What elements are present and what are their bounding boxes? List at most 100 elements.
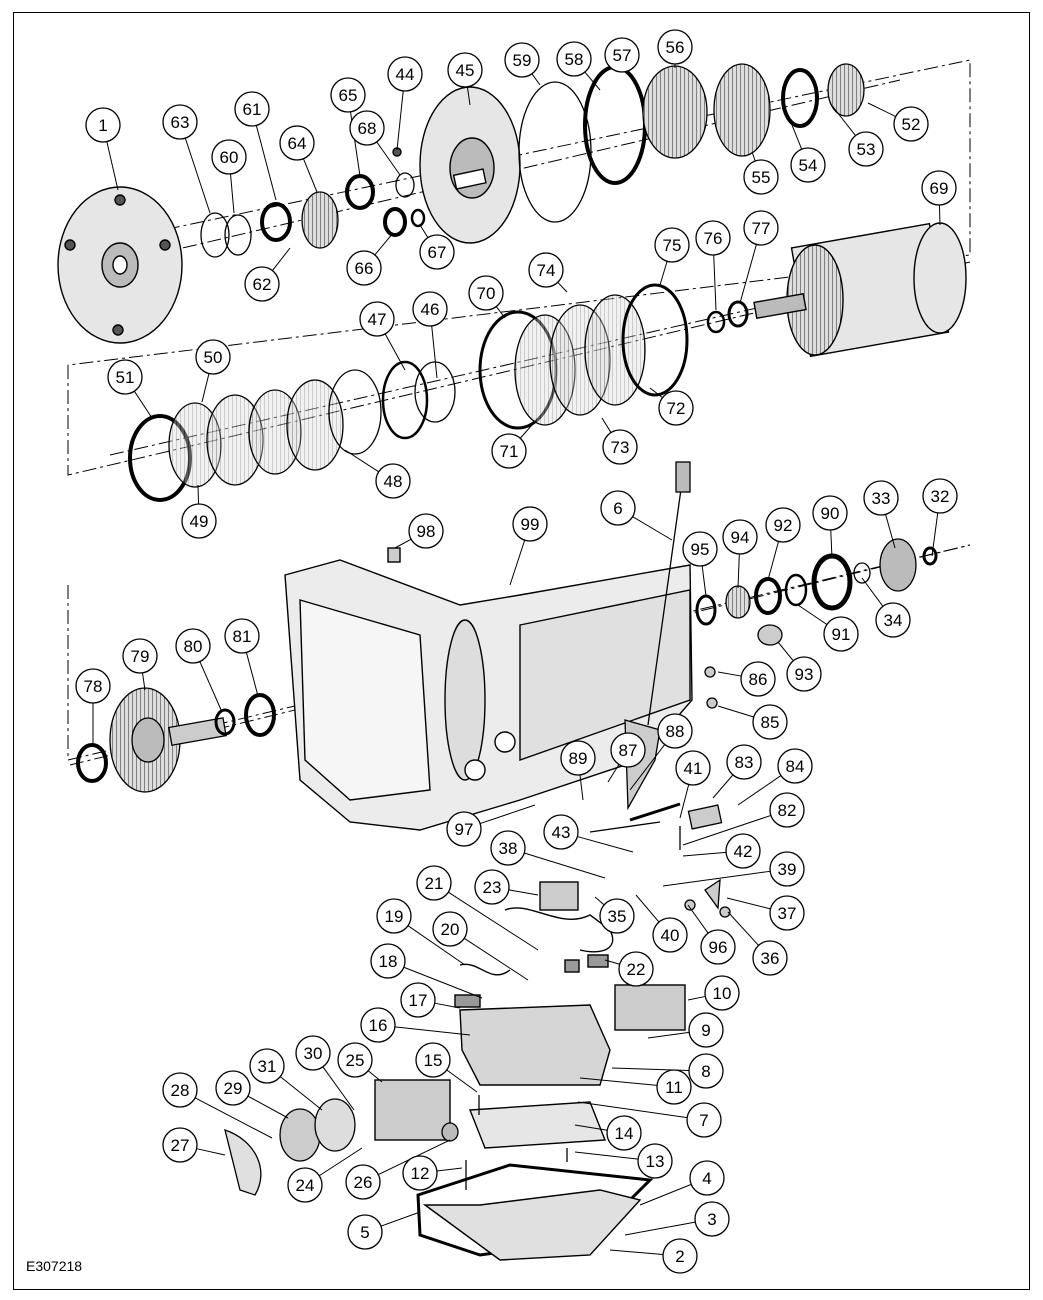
callout-circle xyxy=(370,943,406,979)
oil-pan xyxy=(416,1101,654,1261)
callout-label: 52 xyxy=(902,115,921,134)
callout-circle xyxy=(682,531,718,567)
callout-circle xyxy=(446,811,482,847)
leader-line-77 xyxy=(739,244,757,304)
callout-45: 45 xyxy=(447,52,483,88)
leader-line-31 xyxy=(279,1076,323,1111)
callout-label: 8 xyxy=(701,1062,710,1081)
callout-73: 73 xyxy=(602,429,638,465)
callout-32: 32 xyxy=(922,478,958,514)
callout-label: 68 xyxy=(358,119,377,138)
leader-line-95 xyxy=(701,565,707,597)
callout-label: 59 xyxy=(513,51,532,70)
callout-label: 67 xyxy=(428,243,447,262)
callout-label: 24 xyxy=(296,1176,315,1195)
callout-label: 65 xyxy=(339,86,358,105)
callout-label: 2 xyxy=(675,1247,684,1266)
callout-circle xyxy=(85,107,121,143)
callout-circle xyxy=(181,503,217,539)
callout-label: 80 xyxy=(184,637,203,656)
leader-line-14 xyxy=(574,1124,608,1131)
callout-circle xyxy=(504,42,540,78)
callout-63: 63 xyxy=(162,104,198,140)
callout-label: 94 xyxy=(731,528,750,547)
callout-circle xyxy=(689,1160,725,1196)
callout-label: 13 xyxy=(646,1152,665,1171)
callout-30: 30 xyxy=(295,1035,331,1071)
side-cover-parts xyxy=(224,1095,568,1196)
callout-circle xyxy=(812,495,848,531)
callout-label: 32 xyxy=(931,487,950,506)
callout-label: 19 xyxy=(385,907,404,926)
leader-line-86 xyxy=(717,671,742,677)
callout-group: 1234567891011121314151617181920212223242… xyxy=(75,29,958,1274)
clutch-drum xyxy=(753,222,967,358)
callout-label: 88 xyxy=(666,722,685,741)
callout-43: 43 xyxy=(543,814,579,850)
callout-74: 74 xyxy=(528,252,564,288)
callout-circle xyxy=(162,104,198,140)
callout-92: 92 xyxy=(765,507,801,543)
callout-22: 22 xyxy=(618,951,654,987)
callout-70: 70 xyxy=(468,275,504,311)
clutch-pack-left xyxy=(128,360,456,502)
callout-label: 56 xyxy=(666,38,685,57)
leader-line-80 xyxy=(199,661,223,713)
callout-circle xyxy=(694,1201,730,1237)
leader-line-64 xyxy=(302,158,318,193)
rear-bearings xyxy=(695,538,938,646)
callout-label: 10 xyxy=(713,984,732,1003)
callout-label: 64 xyxy=(288,134,307,153)
callout-circle xyxy=(415,1042,451,1078)
callout-circle xyxy=(234,91,270,127)
callout-circle xyxy=(432,911,468,947)
leader-line-30 xyxy=(322,1066,355,1111)
callout-circle xyxy=(512,506,548,542)
callout-20: 20 xyxy=(432,911,468,947)
callout-circle xyxy=(769,792,805,828)
leader-line-67 xyxy=(419,224,429,238)
callout-label: 83 xyxy=(735,753,754,772)
callout-circle xyxy=(875,602,911,638)
callout-49: 49 xyxy=(181,503,217,539)
leader-line-21 xyxy=(448,891,539,951)
callout-84: 84 xyxy=(777,748,813,784)
callout-circle xyxy=(287,1167,323,1203)
callout-59: 59 xyxy=(504,42,540,78)
callout-label: 37 xyxy=(778,904,797,923)
callout-label: 39 xyxy=(778,860,797,879)
callout-circle xyxy=(346,250,382,286)
callout-circle xyxy=(618,951,654,987)
callout-label: 97 xyxy=(455,820,474,839)
callout-51: 51 xyxy=(107,359,143,395)
callout-80: 80 xyxy=(175,628,211,664)
callout-label: 79 xyxy=(131,647,150,666)
callout-circle xyxy=(740,661,776,697)
callout-50: 50 xyxy=(195,339,231,375)
callout-label: 3 xyxy=(707,1210,716,1229)
callout-circle xyxy=(337,1042,373,1078)
callout-47: 47 xyxy=(359,301,395,337)
callout-label: 95 xyxy=(691,540,710,559)
callout-label: 77 xyxy=(752,219,771,238)
leader-line-91 xyxy=(797,604,828,625)
callout-circle xyxy=(765,507,801,543)
callout-circle xyxy=(743,210,779,246)
boundary-middle xyxy=(67,261,971,476)
callout-label: 58 xyxy=(565,50,584,69)
leader-line-73 xyxy=(601,417,612,433)
leader-line-42 xyxy=(682,851,727,857)
leader-line-83 xyxy=(712,774,734,799)
callout-circle xyxy=(543,814,579,850)
callout-93: 93 xyxy=(786,656,822,692)
leader-line-13 xyxy=(574,1151,639,1160)
leader-line-98 xyxy=(394,538,412,549)
callout-label: 85 xyxy=(761,713,780,732)
leader-line-37 xyxy=(726,897,771,910)
leader-line-28 xyxy=(194,1097,273,1139)
leader-line-2 xyxy=(609,1249,664,1256)
callout-circle xyxy=(360,1007,396,1043)
callout-label: 16 xyxy=(369,1016,388,1035)
callout-label: 81 xyxy=(233,627,252,646)
callout-label: 63 xyxy=(171,113,190,132)
